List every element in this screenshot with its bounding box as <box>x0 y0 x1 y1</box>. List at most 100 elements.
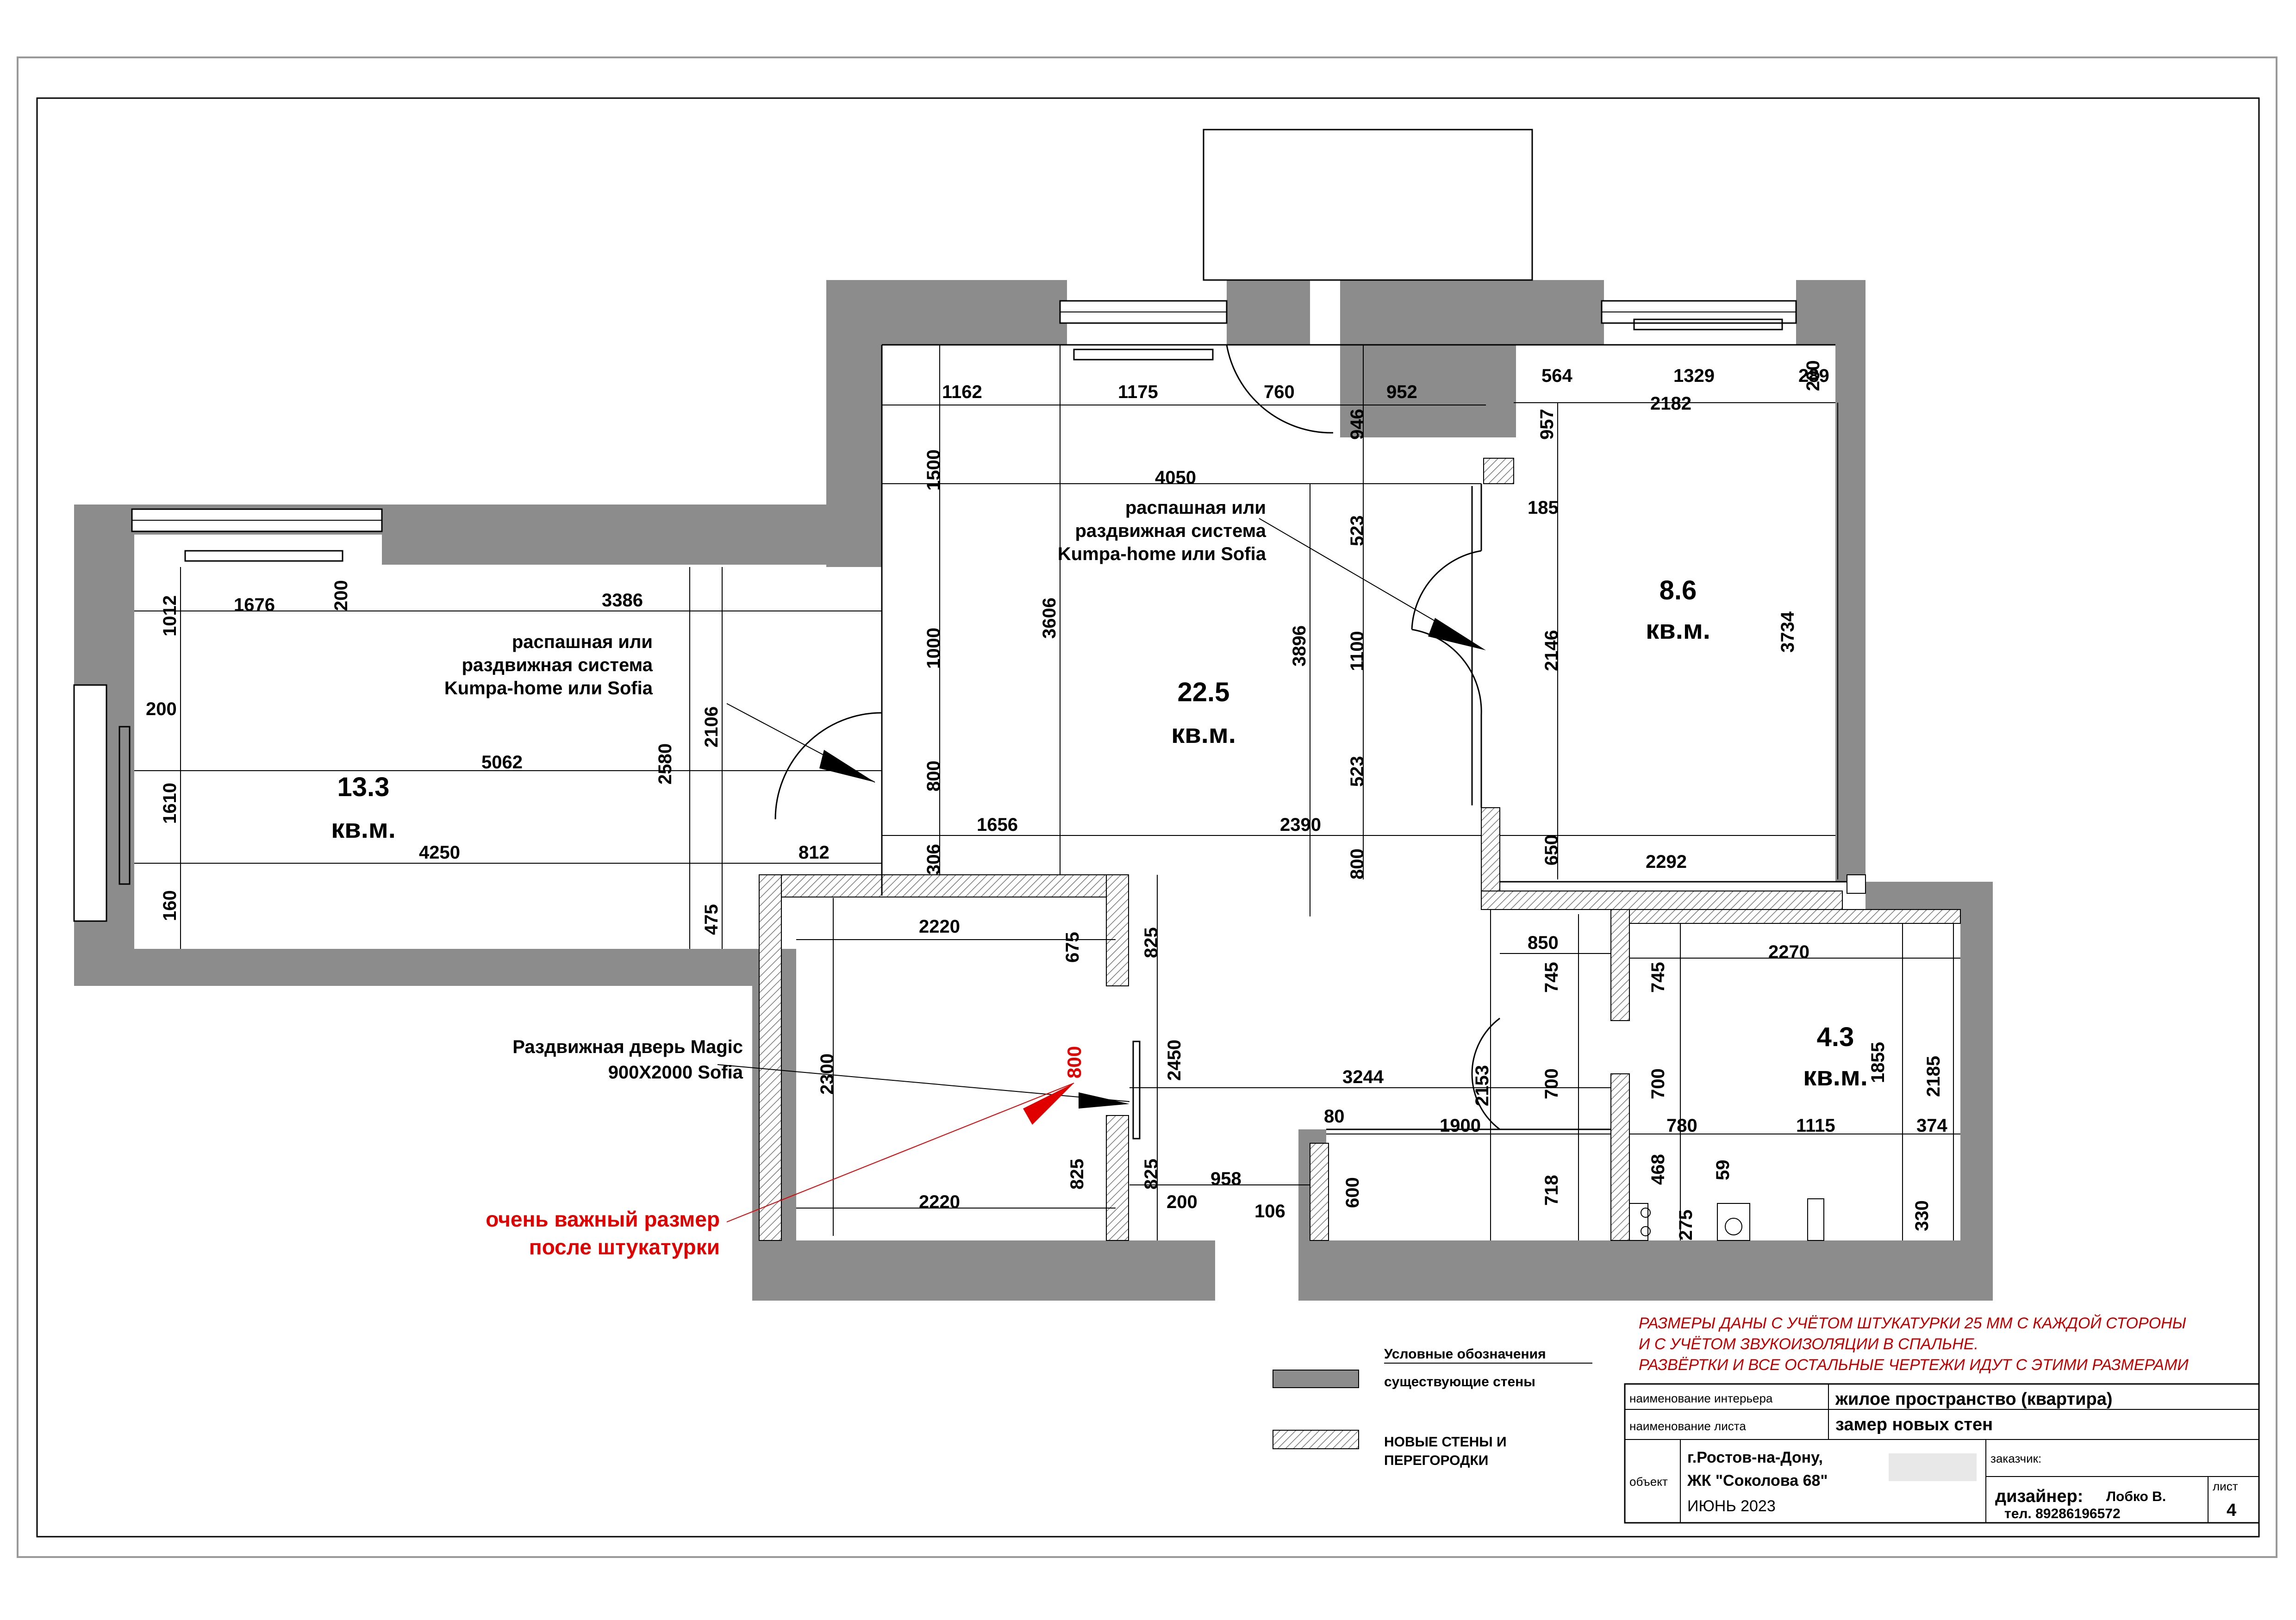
windows <box>73 129 1797 922</box>
dim: 745 <box>1541 962 1562 993</box>
dim: 160 <box>160 890 180 921</box>
room-area-bath: 4.3 <box>1817 1022 1854 1052</box>
dim: 825 <box>1141 1159 1161 1190</box>
tb-sheet-no: 4 <box>2227 1501 2236 1520</box>
dim: 800 <box>923 760 944 791</box>
dim: 3386 <box>602 590 643 611</box>
dim: 59 <box>1713 1160 1733 1181</box>
room-labels: 13.3 кв.м. 22.5 кв.м. 8.6 кв.м. 4.3 кв.м… <box>331 575 1868 1091</box>
dim: 800 <box>1347 848 1367 879</box>
dim: 1676 <box>234 595 275 615</box>
dim: 1162 <box>942 382 982 402</box>
legend-new-swatch <box>1273 1430 1359 1449</box>
dim: 780 <box>1666 1115 1697 1136</box>
balcony-outline <box>1203 129 1533 281</box>
tb-designer-name: Лобко В. <box>2106 1489 2166 1504</box>
dim: 1656 <box>977 815 1018 835</box>
info-note-line3: РАЗВЁРТКИ И ВСЕ ОСТАЛЬНЫЕ ЧЕРТЕЖИ ИДУТ С… <box>1639 1356 2189 1374</box>
tb-sheet-label: наименование листа <box>1629 1419 1746 1433</box>
dim: 5062 <box>481 752 523 773</box>
dim: 2292 <box>1646 852 1687 872</box>
legend-existing: существующие стены <box>1384 1374 1535 1389</box>
dimension-lines <box>134 345 1960 1240</box>
dim: 374 <box>1916 1115 1947 1136</box>
dim: 2182 <box>1650 393 1691 414</box>
dim: 2106 <box>701 706 722 748</box>
dim: 1855 <box>1868 1042 1888 1083</box>
dim: 3896 <box>1289 625 1310 667</box>
dim: 700 <box>1541 1068 1562 1099</box>
inner-frame <box>36 97 2260 1538</box>
dim: 523 <box>1347 756 1367 787</box>
dim: 2580 <box>655 743 675 785</box>
dimension-texts: 1162 1175 760 952 564 1329 289 2182 4050… <box>146 366 1947 1221</box>
dim: 200 <box>331 580 351 611</box>
dim: 2300 <box>817 1053 837 1095</box>
dim: 523 <box>1347 515 1367 546</box>
tb-sheet-value: замер новых стен <box>1835 1415 1993 1434</box>
dim: 600 <box>1342 1177 1363 1208</box>
dim: 2146 <box>1541 630 1562 671</box>
dim: 275 <box>1676 1209 1696 1240</box>
info-note-line1: РАЗМЕРЫ ДАНЫ С УЧЁТОМ ШТУКАТУРКИ 25 ММ С… <box>1639 1314 2186 1332</box>
tb-client-label: заказчик: <box>1990 1452 2041 1465</box>
legend-title: Условные обозначения <box>1384 1346 1546 1362</box>
dim: 1500 <box>923 449 944 491</box>
dim: 850 <box>1528 933 1559 953</box>
dim: 80 <box>1324 1106 1345 1127</box>
dim: 289 <box>1798 366 1829 386</box>
tb-designer: дизайнер: <box>1995 1487 2083 1506</box>
blurred-client-name <box>1889 1453 1977 1481</box>
room-area-living: 13.3 <box>337 772 390 802</box>
dim: 475 <box>701 904 722 935</box>
dim: 1000 <box>923 628 944 669</box>
radiators <box>119 318 1783 885</box>
dim: 2220 <box>919 1192 960 1212</box>
tb-object-line2: ЖК "Соколова 68" <box>1687 1472 1828 1489</box>
system-note-1-line3: Kumpa-home или Sofia <box>444 678 653 698</box>
dim: 958 <box>1210 1169 1242 1189</box>
dim: 957 <box>1537 409 1557 440</box>
important-note-line2: после штукатурки <box>529 1235 720 1259</box>
system-note-2-line2: раздвижная система <box>1075 521 1266 541</box>
dim: 4050 <box>1155 467 1196 488</box>
door-note-line2: 900X2000 Sofia <box>608 1062 743 1083</box>
dim: 1115 <box>1796 1115 1835 1136</box>
tb-phone: тел. 89286196572 <box>2004 1506 2121 1521</box>
system-note-2-line1: распашная или <box>1125 498 1266 518</box>
dim: 946 <box>1347 409 1367 440</box>
dim: 200 <box>1803 360 1823 391</box>
system-note-2-line3: Kumpa-home или Sofia <box>1058 544 1267 564</box>
dim: 745 <box>1648 962 1668 993</box>
dim: 3734 <box>1778 611 1798 653</box>
dim: 564 <box>1541 366 1572 386</box>
important-dimension: 800 <box>1063 1046 1085 1078</box>
dim: 2450 <box>1164 1040 1185 1081</box>
room-unit-living: кв.м. <box>331 814 396 844</box>
dim: 2153 <box>1472 1065 1492 1106</box>
leaders <box>717 518 1486 1222</box>
dim: 952 <box>1386 382 1417 402</box>
dim: 718 <box>1541 1175 1562 1206</box>
door-note-line1: Раздвижная дверь Magic <box>512 1037 743 1057</box>
dim: 200 <box>1167 1192 1198 1212</box>
important-note-line1: очень важный размер <box>486 1207 720 1231</box>
legend: Условные обозначения существующие стены … <box>1273 1346 1592 1468</box>
room-unit-bedroom: кв.м. <box>1646 615 1710 645</box>
annotations: распашная или раздвижная система Kumpa-h… <box>444 498 2189 1374</box>
dim: 2390 <box>1280 815 1321 835</box>
room-area-hall: 22.5 <box>1178 677 1230 707</box>
dim: 2185 <box>1923 1056 1944 1097</box>
room-unit-hall: кв.м. <box>1171 719 1236 749</box>
dim: 1100 <box>1347 631 1367 671</box>
title-block: наименование интерьера жилое пространств… <box>1624 1383 2260 1524</box>
dimension-texts-vertical: 946 200 957 1500 523 1012 200 1000 3606 … <box>160 360 1944 1240</box>
dim: 760 <box>1264 382 1295 402</box>
dim: 1012 <box>160 595 180 636</box>
room-unit-bath: кв.м. <box>1803 1061 1868 1091</box>
legend-existing-swatch <box>1273 1370 1359 1388</box>
room-area-bedroom: 8.6 <box>1660 575 1697 605</box>
partitions <box>881 344 1866 1130</box>
dim: 3244 <box>1342 1067 1384 1087</box>
